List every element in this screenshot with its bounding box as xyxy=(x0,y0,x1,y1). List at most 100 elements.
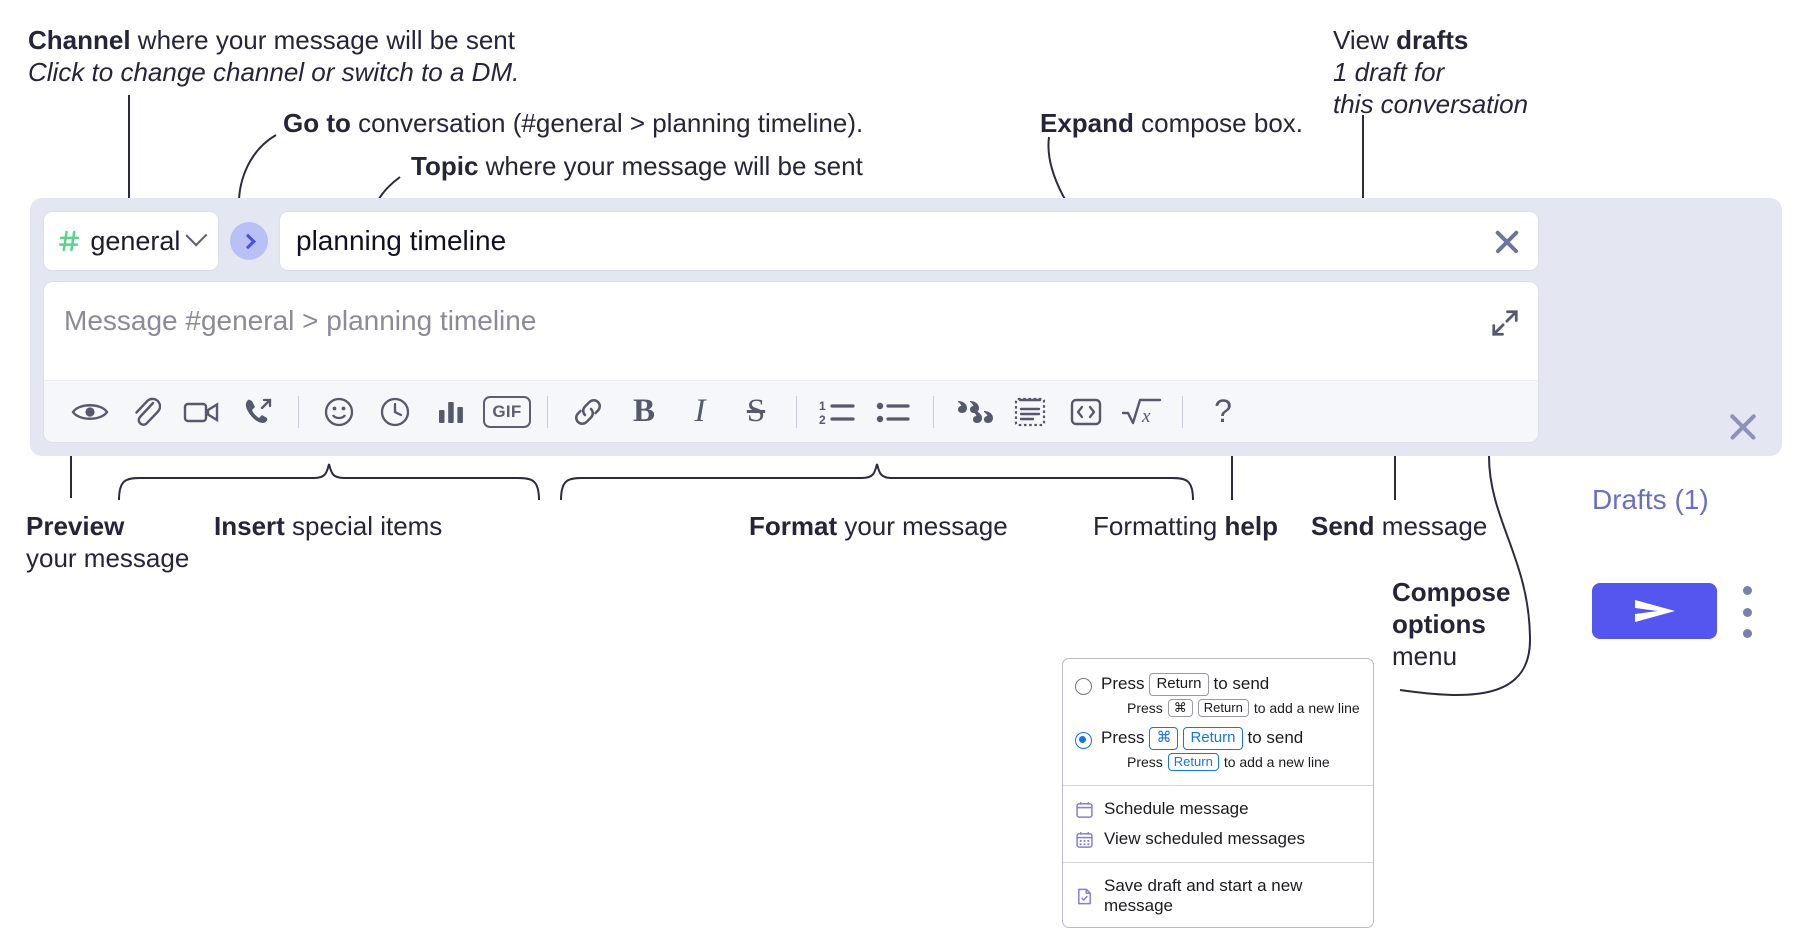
menu-item-schedule-message[interactable]: Schedule message xyxy=(1063,794,1373,824)
key-return: Return xyxy=(1197,698,1249,717)
help-label: ? xyxy=(1214,393,1232,429)
annotation-goto: Go to conversation (#general > planning … xyxy=(283,107,863,139)
menu-option-cmd-return-to-send[interactable]: Press ⌘ Return to send Press Return to a… xyxy=(1063,723,1373,777)
gif-label: GIF xyxy=(483,395,531,428)
message-input-area[interactable]: Message #general > planning timeline xyxy=(44,282,1538,442)
key-return: Return xyxy=(1167,752,1219,771)
link-icon[interactable] xyxy=(560,384,616,440)
svg-text:1: 1 xyxy=(819,399,826,413)
key-command: ⌘ xyxy=(1167,698,1193,717)
attachment-icon[interactable] xyxy=(118,384,174,440)
option-text: to add a new line xyxy=(1253,699,1360,716)
menu-option-return-to-send[interactable]: Press Return to send Press ⌘ Return to a… xyxy=(1063,669,1373,723)
option-text: Press xyxy=(1101,728,1145,748)
annotation-help-bold: help xyxy=(1224,511,1278,541)
annotation-drafts-bold: drafts xyxy=(1396,25,1469,55)
compose-options-button[interactable] xyxy=(1742,586,1752,638)
option-text: Press xyxy=(1127,699,1163,716)
annotation-compose-options-reg: menu xyxy=(1392,641,1458,672)
annotation-channel-italic: Click to change channel or switch to a D… xyxy=(28,57,520,88)
bold-icon[interactable]: B xyxy=(616,384,672,440)
radio-button-selected[interactable] xyxy=(1075,732,1092,749)
kebab-dot xyxy=(1742,629,1752,638)
preview-icon[interactable] xyxy=(62,384,118,440)
video-icon[interactable] xyxy=(174,384,230,440)
poll-icon[interactable] xyxy=(423,384,479,440)
annotation-insert-rest: special items xyxy=(284,511,443,541)
annotation-send: Send message xyxy=(1311,510,1487,542)
channel-name: general xyxy=(90,225,181,256)
clear-topic-icon[interactable] xyxy=(1492,226,1522,256)
option-text: to send xyxy=(1247,728,1304,748)
annotation-format-rest: your message xyxy=(837,511,1008,541)
help-icon[interactable]: ? xyxy=(1195,384,1251,440)
annotation-drafts-italic1: 1 draft for xyxy=(1333,57,1445,88)
annotation-drafts-reg: View xyxy=(1333,25,1397,55)
annotation-compose-options-bold2: options xyxy=(1392,609,1486,640)
annotation-channel: Channel where your message will be sent … xyxy=(28,24,519,88)
key-return: Return xyxy=(1149,673,1209,696)
go-to-conversation-button[interactable] xyxy=(230,222,268,260)
annotation-goto-rest: conversation (#general > planning timeli… xyxy=(350,108,864,138)
channel-selector[interactable]: general xyxy=(44,212,218,270)
option-sub-line: Press ⌘ Return to add a new line xyxy=(1127,698,1360,717)
annotation-preview: Preview your message xyxy=(26,510,189,574)
strikethrough-label: S xyxy=(746,393,766,429)
menu-item-view-scheduled-messages[interactable]: View scheduled messages xyxy=(1063,824,1373,854)
menu-item-label: View scheduled messages xyxy=(1104,829,1305,848)
close-icon[interactable] xyxy=(1726,410,1760,444)
menu-divider xyxy=(1063,862,1373,863)
key-return: Return xyxy=(1183,727,1243,750)
annotation-topic-rest: where your message will be sent xyxy=(478,151,863,181)
math-icon[interactable]: x xyxy=(1114,384,1170,440)
topic-input[interactable]: planning timeline xyxy=(280,212,1538,270)
annotation-expand-bold: Expand xyxy=(1040,108,1134,138)
bold-label: B xyxy=(632,393,655,429)
annotation-drafts: View drafts 1 draft for this conversatio… xyxy=(1333,24,1528,121)
annotation-expand-rest: compose box. xyxy=(1133,108,1304,138)
annotation-help: Formatting help xyxy=(1093,510,1278,542)
annotation-channel-rest: where your message will be sent xyxy=(130,25,515,55)
send-button[interactable] xyxy=(1592,583,1717,639)
annotation-goto-bold: Go to xyxy=(283,108,351,138)
menu-item-save-draft[interactable]: Save draft and start a new message xyxy=(1063,871,1373,921)
chevron-down-icon xyxy=(185,224,208,247)
send-icon xyxy=(1634,600,1675,622)
annotation-drafts-italic2: this conversation xyxy=(1333,89,1529,120)
option-main-line: Press Return to send xyxy=(1101,673,1360,696)
toolbar-divider xyxy=(933,395,934,428)
message-placeholder: Message #general > planning timeline xyxy=(64,305,537,336)
drafts-link[interactable]: Drafts (1) xyxy=(1592,484,1709,515)
audio-call-icon[interactable] xyxy=(230,384,286,440)
option-text: Press xyxy=(1101,674,1145,694)
kebab-dot xyxy=(1742,607,1752,617)
emoji-icon[interactable] xyxy=(311,384,367,440)
blockquote-icon[interactable] xyxy=(946,384,1002,440)
bulleted-list-icon[interactable] xyxy=(865,384,921,440)
radio-button[interactable] xyxy=(1075,678,1092,695)
svg-text:x: x xyxy=(1141,406,1151,427)
option-text: Press xyxy=(1127,753,1163,770)
annotation-format-bold: Format xyxy=(749,511,838,541)
kebab-dot xyxy=(1742,586,1752,595)
schedule-clock-icon[interactable] xyxy=(367,384,423,440)
code-icon[interactable] xyxy=(1058,384,1114,440)
toolbar-divider xyxy=(298,395,299,428)
calendar-grid-icon xyxy=(1076,831,1093,848)
strikethrough-icon[interactable]: S xyxy=(728,384,784,440)
svg-text:2: 2 xyxy=(819,413,826,426)
italic-icon[interactable]: I xyxy=(672,384,728,440)
option-text: to send xyxy=(1213,674,1270,694)
option-main-line: Press ⌘ Return to send xyxy=(1101,727,1330,750)
annotation-topic: Topic where your message will be sent xyxy=(411,150,863,182)
expand-icon[interactable] xyxy=(1490,308,1520,338)
annotation-help-reg: Formatting xyxy=(1093,511,1225,541)
annotation-insert: Insert special items xyxy=(214,510,442,542)
annotation-compose-options-bold1: Compose xyxy=(1392,577,1511,607)
gif-icon[interactable]: GIF xyxy=(479,384,535,440)
annotation-channel-bold: Channel xyxy=(28,25,131,55)
code-block-icon[interactable] xyxy=(1002,384,1058,440)
